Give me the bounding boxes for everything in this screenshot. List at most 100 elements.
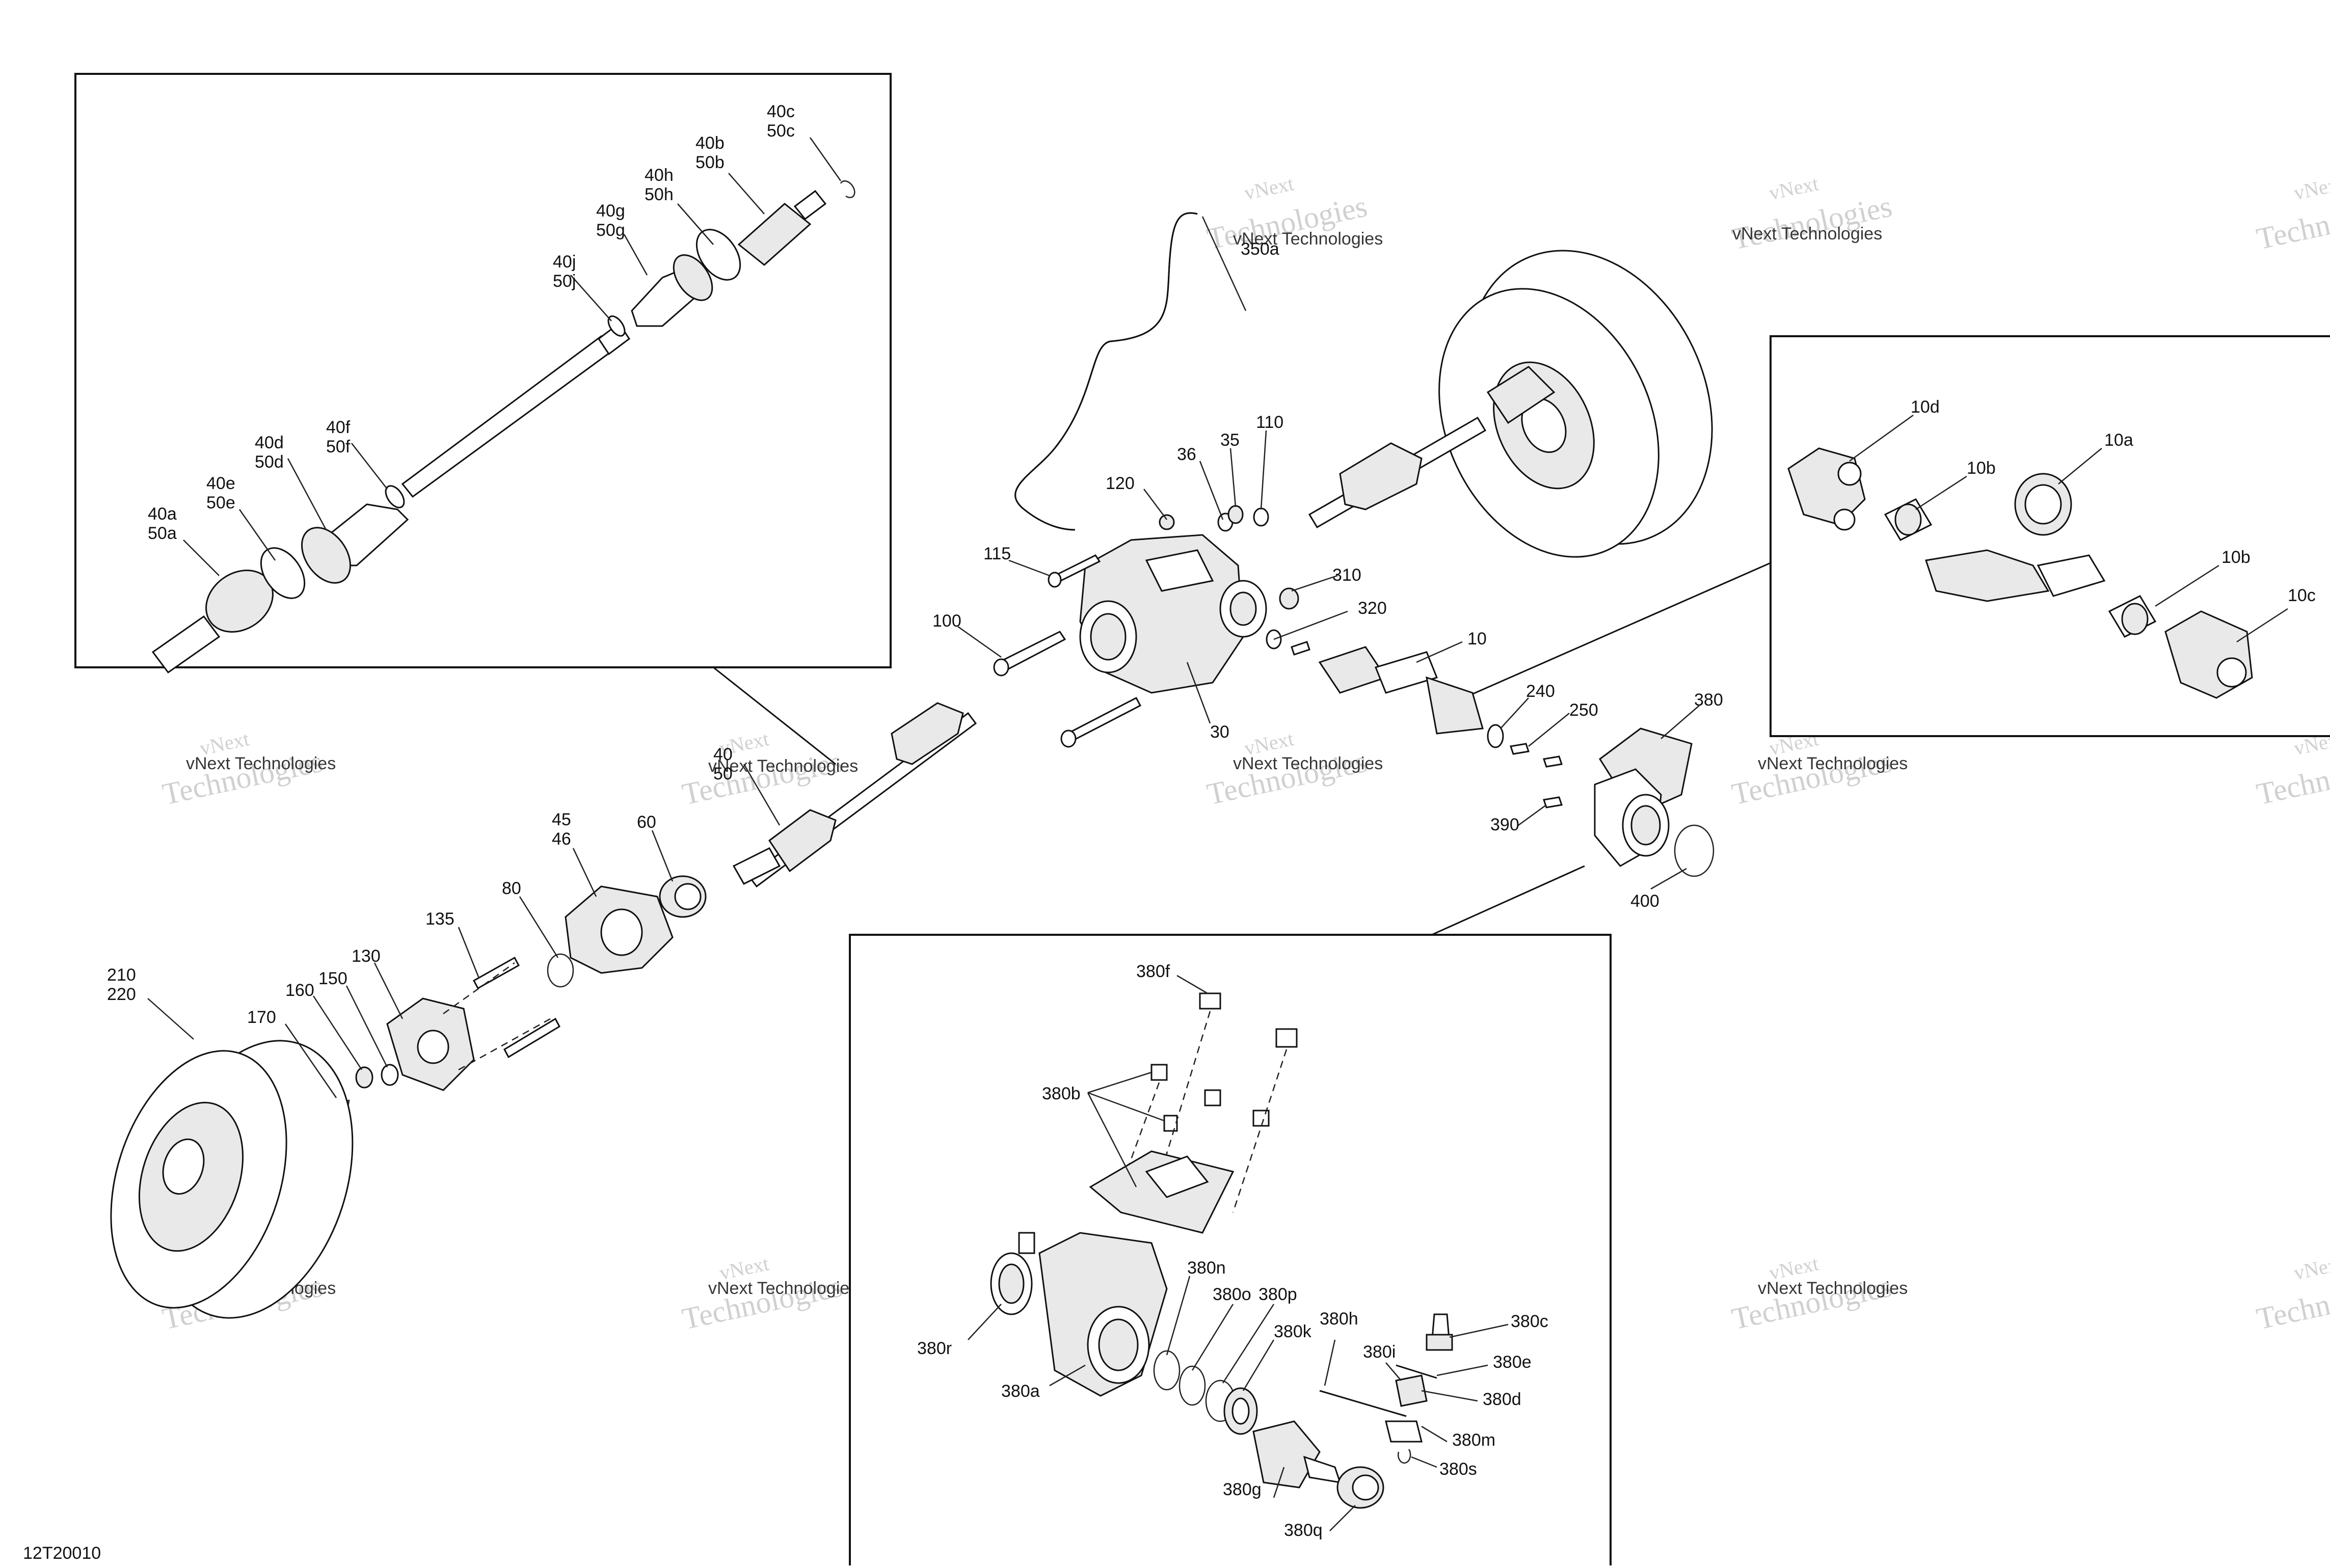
callout-310: 310 bbox=[1332, 565, 1361, 585]
callout-50b: 50b bbox=[695, 153, 725, 172]
wheel-bearing bbox=[659, 875, 707, 918]
callout-380d: 380d bbox=[1483, 1390, 1521, 1409]
callout-50d: 50d bbox=[255, 452, 284, 472]
callout-130: 130 bbox=[352, 947, 381, 966]
retaining-ring bbox=[607, 315, 626, 337]
callout-50a: 50a bbox=[148, 524, 177, 543]
callout-50e: 50e bbox=[206, 493, 235, 512]
cv-boot-inner bbox=[631, 254, 713, 327]
universal-cross-right bbox=[2108, 595, 2157, 638]
callout-40f: 40f bbox=[326, 418, 351, 437]
callout-380c: 380c bbox=[1511, 1312, 1548, 1331]
callout-40: 40 bbox=[713, 745, 733, 764]
outer-cv-joint bbox=[151, 570, 274, 674]
svg-text:vNext: vNext bbox=[2292, 1252, 2330, 1284]
watermark-caption: vNext Technologies bbox=[1758, 754, 1908, 773]
propeller-shaft bbox=[1318, 646, 1484, 735]
callout-380i: 380i bbox=[1363, 1342, 1396, 1362]
svg-text:vNext: vNext bbox=[2292, 172, 2330, 204]
boot-clamp bbox=[260, 547, 306, 599]
oil-seal bbox=[990, 1252, 1033, 1315]
nut-120 bbox=[1159, 514, 1175, 530]
washer-150 bbox=[381, 1064, 399, 1086]
bearing bbox=[1223, 1387, 1258, 1435]
rear-differential bbox=[1079, 534, 1267, 694]
callout-400: 400 bbox=[1630, 891, 1659, 911]
callout-40j: 40j bbox=[553, 252, 576, 272]
callout-100: 100 bbox=[932, 611, 961, 631]
screw-320 bbox=[1291, 641, 1310, 656]
inner-cv-joint bbox=[737, 190, 827, 266]
bolt-250b bbox=[1543, 755, 1563, 768]
shift-rod bbox=[1396, 1364, 1437, 1379]
inset-connector-propshaft bbox=[1452, 562, 1771, 704]
callout-46: 46 bbox=[552, 829, 571, 849]
callout-115: 115 bbox=[983, 544, 1011, 563]
bolt-390 bbox=[1543, 796, 1563, 808]
watermark-caption: vNext Technologies bbox=[1233, 229, 1383, 249]
o-ring-400 bbox=[1674, 824, 1715, 877]
callout-50: 50 bbox=[713, 764, 733, 783]
callout-35: 35 bbox=[1220, 430, 1240, 450]
callout-170: 170 bbox=[247, 1008, 276, 1027]
cv-boot-outer bbox=[301, 503, 409, 584]
callout-135: 135 bbox=[425, 909, 454, 929]
callout-80: 80 bbox=[502, 879, 521, 898]
callout-350a: 350a bbox=[1241, 239, 1279, 259]
callout-10d: 10d bbox=[1911, 397, 1940, 417]
front-drive-unit bbox=[1594, 727, 1693, 867]
front-drive-housing bbox=[1018, 1232, 1168, 1397]
callout-150: 150 bbox=[318, 969, 347, 988]
actuator-bolts bbox=[1150, 992, 1298, 1132]
callout-380f: 380f bbox=[1136, 962, 1170, 981]
universal-cross-left bbox=[1884, 498, 1933, 541]
vent-hose-inner bbox=[1014, 212, 1198, 531]
watermark-caption: vNext Technologies bbox=[1233, 754, 1383, 773]
inset-connector-driveshaft bbox=[713, 666, 836, 765]
diagram-id: 12T20010 bbox=[23, 1544, 101, 1563]
callout-36: 36 bbox=[1177, 445, 1196, 464]
svg-text:vNext: vNext bbox=[1242, 172, 1296, 204]
plug-310 bbox=[1279, 587, 1299, 610]
callout-45: 45 bbox=[552, 810, 571, 829]
callout-10b-left: 10b bbox=[1967, 458, 1996, 478]
callout-10: 10 bbox=[1467, 629, 1487, 648]
callout-30: 30 bbox=[1210, 722, 1229, 742]
stud-135 bbox=[472, 956, 520, 990]
callout-380r: 380r bbox=[917, 1339, 952, 1358]
slip-sleeve bbox=[2014, 473, 2072, 536]
callout-220: 220 bbox=[107, 985, 136, 1004]
shift-pin bbox=[1319, 1390, 1407, 1417]
prop-shaft-segment bbox=[1925, 549, 2106, 602]
driveshaft-right bbox=[1308, 366, 1556, 529]
callout-10a: 10a bbox=[2104, 430, 2133, 450]
callout-380h: 380h bbox=[1320, 1309, 1358, 1329]
position-sensor bbox=[1426, 1313, 1453, 1351]
callout-40c: 40c bbox=[767, 102, 795, 121]
needle-bearing bbox=[1336, 1466, 1384, 1509]
yoke-10d bbox=[1787, 447, 1866, 531]
inset-frame bbox=[74, 73, 892, 668]
callout-240: 240 bbox=[1526, 682, 1555, 701]
wheel-rim-right bbox=[1438, 250, 1713, 558]
inset-connector-front-drive bbox=[1431, 865, 1585, 936]
hub-knuckle bbox=[565, 885, 674, 974]
callout-160: 160 bbox=[285, 981, 314, 1000]
callout-380g: 380g bbox=[1223, 1480, 1262, 1499]
vent-fitting bbox=[1018, 1232, 1035, 1254]
callout-40h: 40h bbox=[645, 166, 674, 185]
circlip-s bbox=[1397, 1449, 1411, 1464]
callout-380o: 380o bbox=[1213, 1285, 1251, 1304]
inset-driveshaft: 40a 50a 40e 50e 40d 50d 40f 50f 40j 50j … bbox=[74, 73, 892, 674]
callout-250: 250 bbox=[1569, 700, 1598, 720]
callout-40d: 40d bbox=[255, 433, 284, 452]
callout-380b: 380b bbox=[1042, 1084, 1081, 1103]
callout-380q: 380q bbox=[1284, 1521, 1323, 1540]
inset-propeller-shaft: 10d 10b 10a 10b 10c bbox=[1770, 335, 2330, 737]
diff-fasteners bbox=[993, 505, 1310, 748]
callout-40e: 40e bbox=[206, 474, 235, 493]
watermark-caption: vNext Technologies bbox=[1758, 1279, 1908, 1298]
output-gear bbox=[1252, 1420, 1342, 1489]
callout-380m: 380m bbox=[1452, 1430, 1495, 1450]
